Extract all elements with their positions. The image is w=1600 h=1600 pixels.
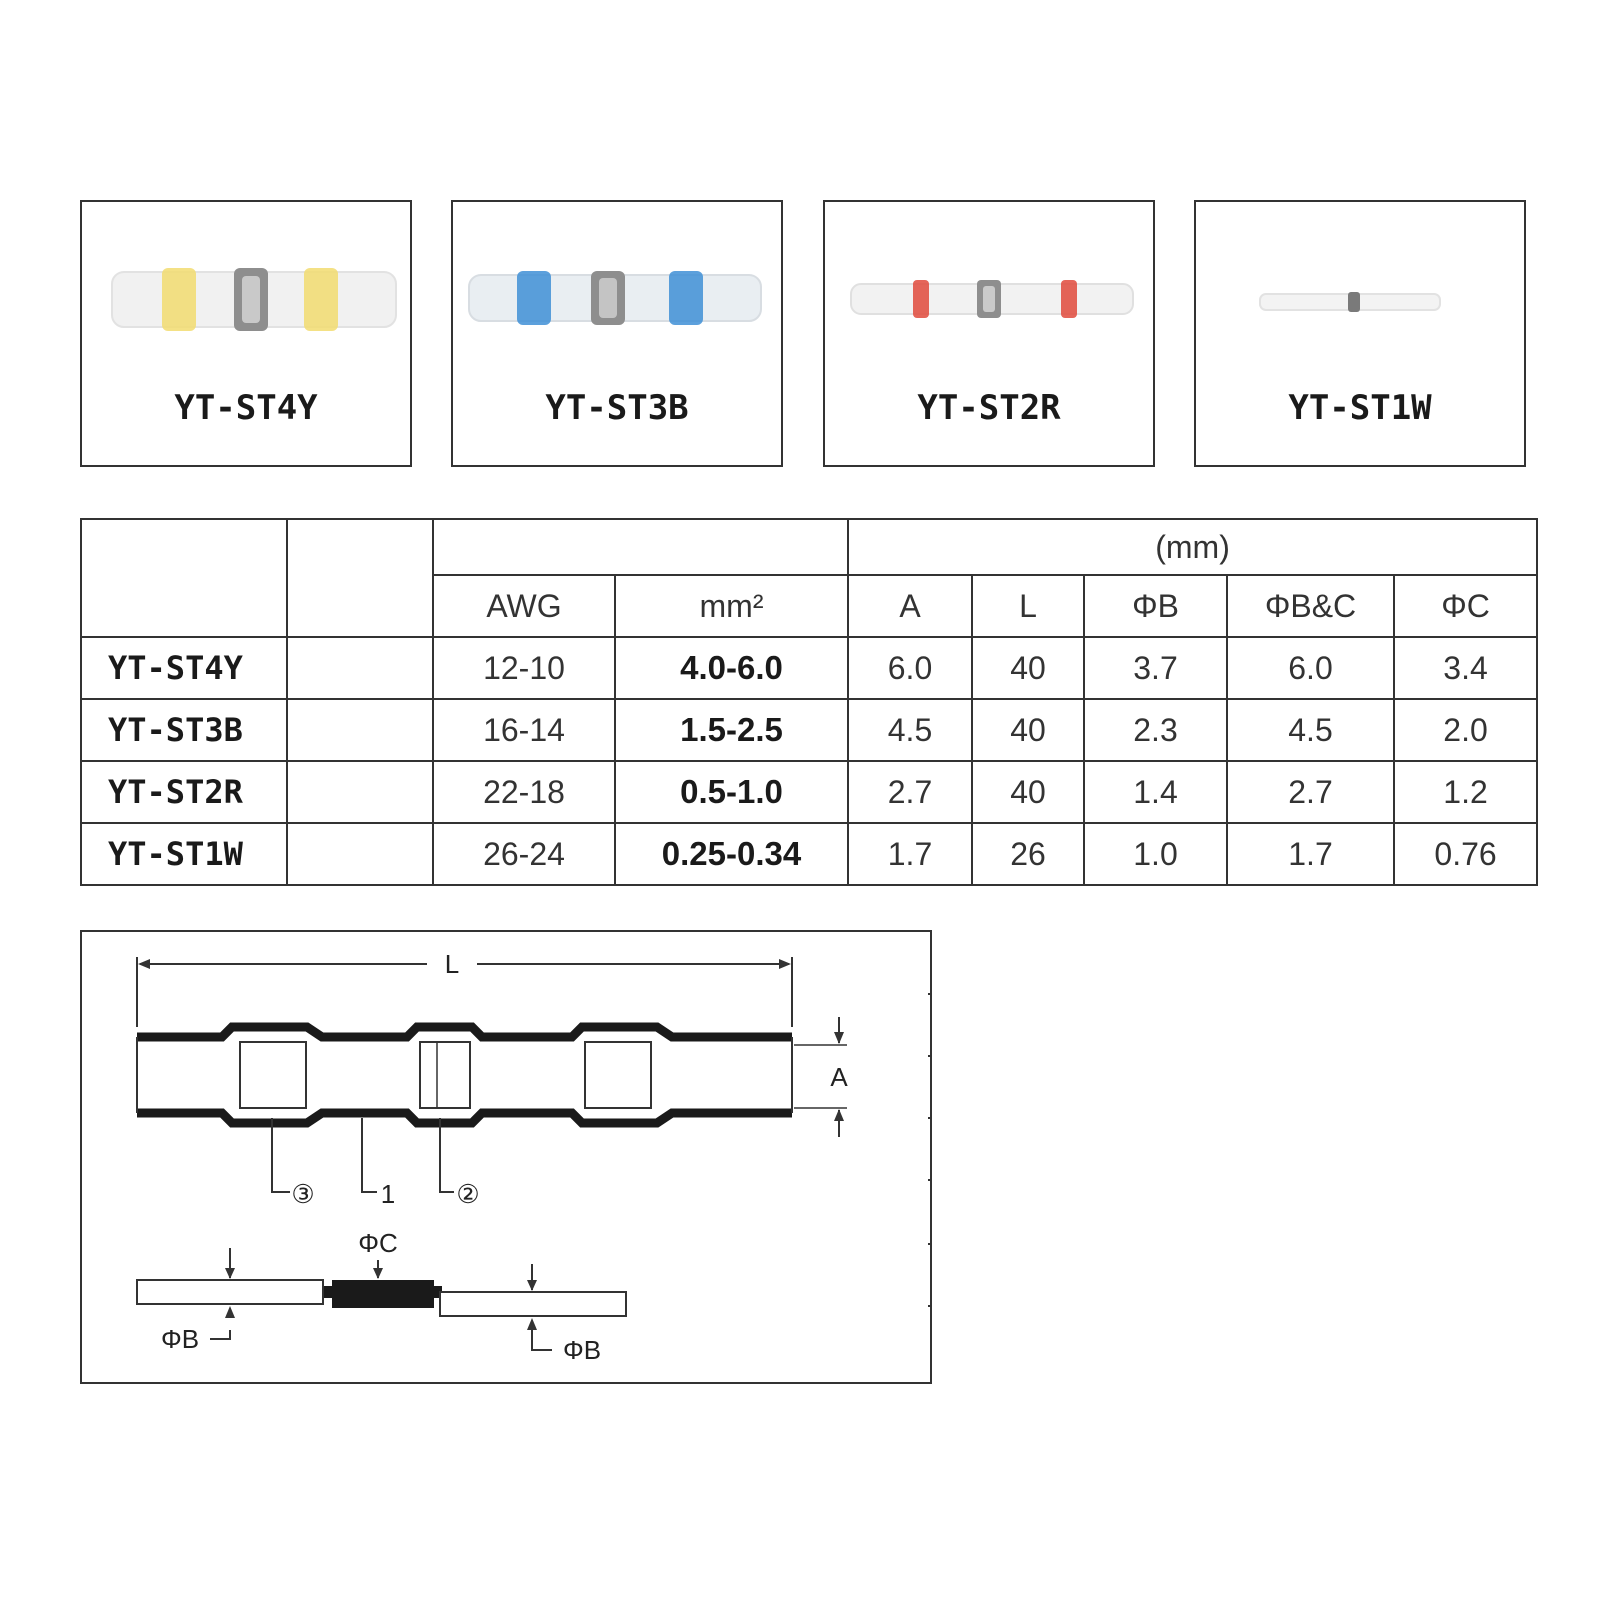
cell-awg: 22-18: [432, 760, 616, 824]
cell-phi-b: 3.7: [1083, 636, 1228, 700]
row-model: YT-ST1W: [80, 822, 288, 886]
cell-phi-b: 1.4: [1083, 760, 1228, 824]
cell-a: 1.7: [847, 822, 973, 886]
dimension-phi-b-right-label: ΦB: [563, 1335, 601, 1365]
dimension-diagram: L A ③ 1: [80, 930, 932, 1384]
cell-phi-b-c: 1.7: [1226, 822, 1395, 886]
product-model-label: YT-ST3B: [545, 388, 689, 428]
blank-cell: [286, 760, 434, 824]
cell-awg: 16-14: [432, 698, 616, 762]
cell-a: 6.0: [847, 636, 973, 700]
cell-phi-c: 2.0: [1392, 698, 1539, 762]
splice-image-yt-st2r: [850, 280, 1134, 318]
header-blank-cell: [286, 518, 434, 638]
callout-leaders: [271, 1118, 454, 1193]
cell-mm2: 0.25-0.34: [614, 822, 849, 886]
diagram-border-right: [930, 932, 932, 1382]
unit-header: (mm): [846, 518, 1539, 576]
cell-phi-b: 2.3: [1083, 698, 1228, 762]
blank-cell: [286, 822, 434, 886]
product-model-label: YT-ST1W: [1288, 388, 1432, 428]
header-blank-cell: [432, 518, 849, 576]
column-header-phi-b: ΦB: [1083, 574, 1228, 638]
cell-l: 40: [971, 698, 1085, 762]
dimension-a: A: [794, 1017, 848, 1137]
section-view: ΦC ΦB ΦB: [136, 1228, 627, 1365]
cell-phi-b-c: 4.5: [1226, 698, 1395, 762]
splice-image-yt-st4y: [111, 268, 397, 331]
cell-mm2: 4.0-6.0: [614, 636, 849, 700]
column-header-mm2: mm²: [614, 574, 849, 638]
cell-phi-b: 1.0: [1083, 822, 1228, 886]
dimension-l: L: [136, 949, 793, 1027]
column-header-l: L: [971, 574, 1085, 638]
cell-phi-b-c: 6.0: [1226, 636, 1395, 700]
cell-phi-c: 0.76: [1392, 822, 1539, 886]
row-model: YT-ST2R: [80, 760, 288, 824]
table-row: YT-ST1W 26-24 0.25-0.34 1.7 26 1.0 1.7 0…: [80, 822, 1539, 886]
column-header-a: A: [847, 574, 973, 638]
row-model: YT-ST3B: [80, 698, 288, 762]
diagram-drawing: L A ③ 1: [136, 949, 932, 1365]
product-card-yt-st1w: YT-ST1W: [1194, 200, 1526, 467]
cell-l: 40: [971, 760, 1085, 824]
cell-l: 40: [971, 636, 1085, 700]
header-blank-cell: [80, 518, 288, 638]
dimension-phi-b-left-label: ΦB: [161, 1324, 199, 1354]
cell-awg: 26-24: [432, 822, 616, 886]
callout-3-label: ③: [291, 1179, 314, 1209]
blank-cell: [286, 636, 434, 700]
cell-phi-c: 1.2: [1392, 760, 1539, 824]
row-model: YT-ST4Y: [80, 636, 288, 700]
table-row: YT-ST4Y 12-10 4.0-6.0 6.0 40 3.7 6.0 3.4: [80, 636, 1539, 700]
cell-phi-b-c: 2.7: [1226, 760, 1395, 824]
blank-cell: [286, 698, 434, 762]
cell-l: 26: [971, 822, 1085, 886]
cell-mm2: 1.5-2.5: [614, 698, 849, 762]
product-card-yt-st3b: YT-ST3B: [451, 200, 783, 467]
callout-1-label: 1: [381, 1179, 395, 1209]
dimension-l-label: L: [445, 949, 459, 979]
table-row: YT-ST2R 22-18 0.5-1.0 2.7 40 1.4 2.7 1.2: [80, 760, 1539, 824]
product-card-yt-st2r: YT-ST2R: [823, 200, 1155, 467]
product-card-yt-st4y: YT-ST4Y: [80, 200, 412, 467]
dimension-phi-c-label: ΦC: [358, 1228, 398, 1258]
spec-table: (mm) AWG mm² A L ΦB ΦB&C ΦC YT-ST4Y 12-1…: [80, 518, 1539, 886]
table-header-row-2: AWG mm² A L ΦB ΦB&C ΦC: [81, 574, 1539, 638]
cell-awg: 12-10: [432, 636, 616, 700]
callout-2-label: ②: [456, 1179, 479, 1209]
cell-mm2: 0.5-1.0: [614, 760, 849, 824]
cell-phi-c: 3.4: [1392, 636, 1539, 700]
splice-image-yt-st3b: [468, 271, 762, 325]
product-model-label: YT-ST2R: [917, 388, 1061, 428]
column-header-awg: AWG: [432, 574, 616, 638]
column-header-phi-c: ΦC: [1392, 574, 1539, 638]
cell-a: 4.5: [847, 698, 973, 762]
table-header-row-1: (mm): [80, 518, 1539, 638]
splice-image-yt-st1w: [1259, 292, 1441, 312]
sleeve-outline: [136, 1022, 793, 1128]
cell-a: 2.7: [847, 760, 973, 824]
table-row: YT-ST3B 16-14 1.5-2.5 4.5 40 2.3 4.5 2.0: [80, 698, 1539, 762]
dimension-a-label: A: [830, 1062, 848, 1092]
product-model-label: YT-ST4Y: [174, 388, 318, 428]
column-header-phi-b-c: ΦB&C: [1226, 574, 1395, 638]
